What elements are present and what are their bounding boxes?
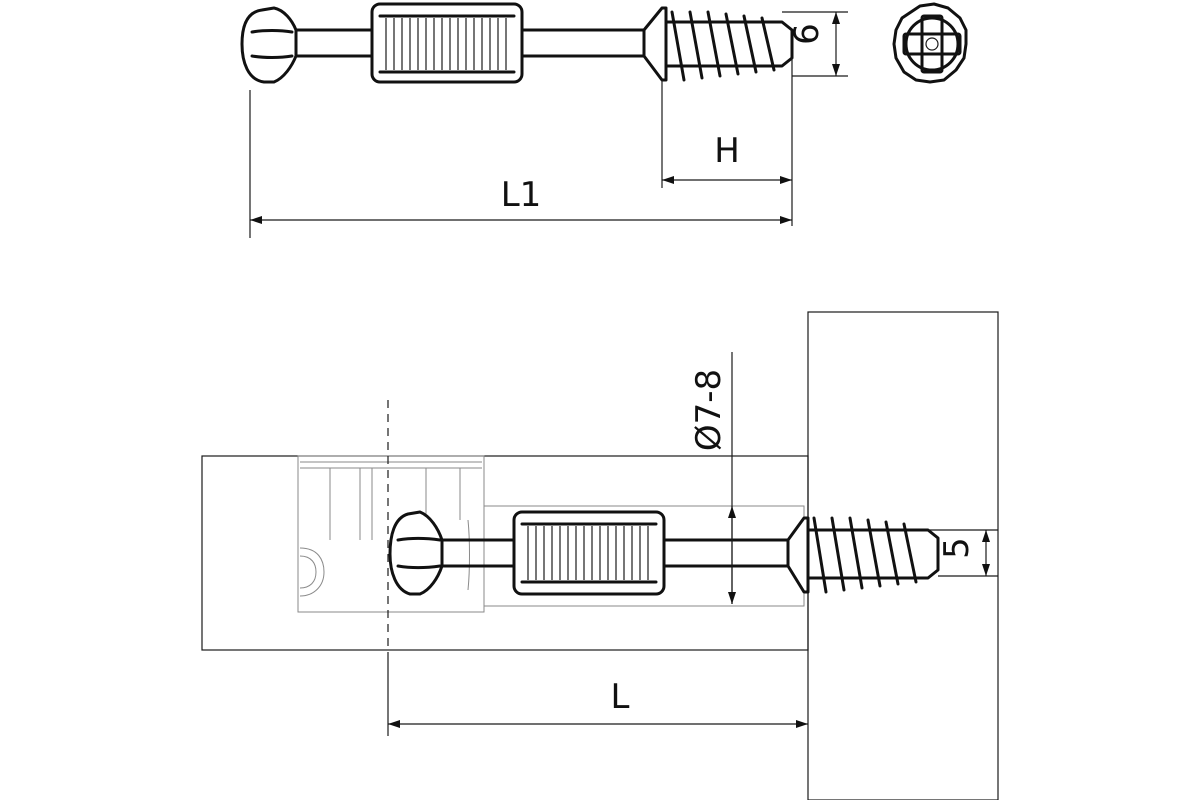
- bottom-bolt: [388, 510, 940, 596]
- side-panel: [201, 455, 809, 651]
- bottom-screw-thread: [786, 516, 940, 594]
- top-knurled-sleeve: [370, 2, 524, 84]
- bottom-knurled-sleeve: [512, 510, 666, 596]
- dim-label-bore: Ø7-8: [689, 369, 729, 451]
- dim-label-H: H: [714, 131, 740, 171]
- top-ball-head: [240, 6, 298, 84]
- bottom-neck: [440, 538, 516, 568]
- bottom-dimensions: Ø7-8 5 L: [387, 352, 998, 736]
- top-neck: [294, 28, 374, 58]
- top-shaft: [520, 28, 646, 58]
- dim-label-L: L: [611, 677, 630, 717]
- dim-label-L1: L1: [501, 175, 542, 215]
- bottom-ball-head: [388, 510, 444, 596]
- top-dimensions: 6 H L1: [249, 11, 848, 238]
- top-screw-thread: [642, 6, 794, 82]
- dim-label-5: 5: [937, 537, 977, 559]
- bottom-shaft: [662, 538, 790, 568]
- end-view-head: [892, 2, 968, 84]
- cam-housing: [297, 455, 805, 613]
- top-bolt: [240, 2, 794, 84]
- dim-label-6: 6: [787, 23, 827, 45]
